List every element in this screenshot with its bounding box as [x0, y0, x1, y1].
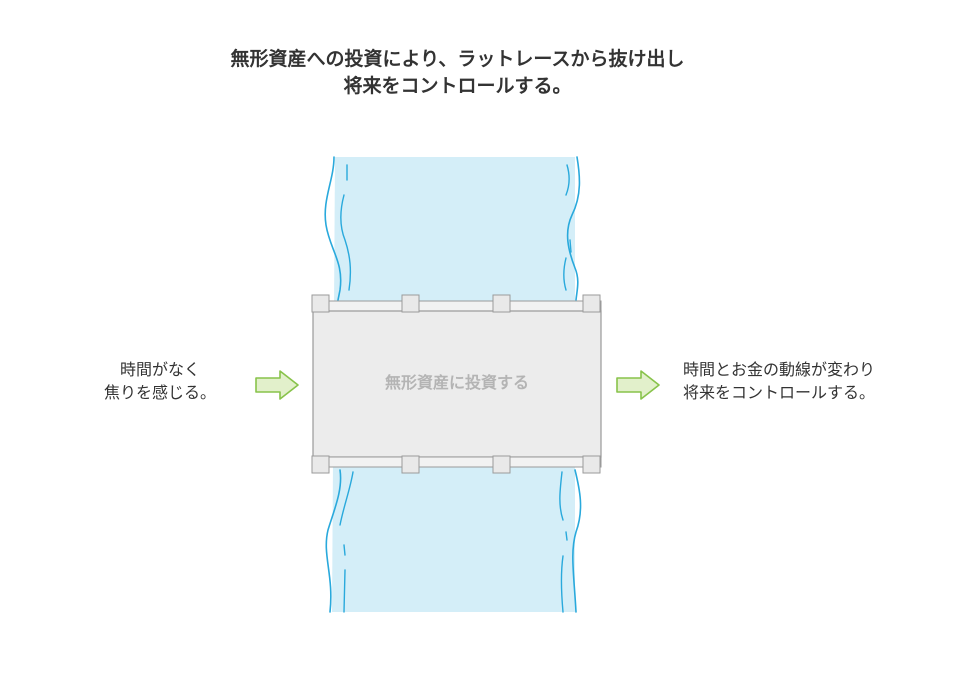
river-current-right-lower — [559, 471, 568, 613]
before-line-1: 時間がなく — [119, 360, 200, 379]
after-line-1: 時間とお金の動線が変わり — [683, 360, 876, 379]
before-state-text: 時間がなく 焦りを感じる。 — [80, 358, 240, 404]
bridge-post — [311, 294, 330, 313]
bridge-label: 無形資産に投資する — [384, 373, 529, 392]
bridge-post — [311, 455, 330, 474]
bridge-post — [492, 455, 511, 474]
river-current-right — [563, 164, 572, 291]
arrow-right-icon — [255, 370, 299, 400]
river-current-left — [340, 164, 352, 291]
title-line-1: 無形資産への投資により、ラットレースから抜け出し — [230, 48, 685, 70]
bridge-deck — [312, 310, 602, 458]
river-bank-left-lower — [325, 469, 342, 613]
river-bank-right-lower — [572, 469, 582, 613]
diagram-title: 無形資産への投資により、ラットレースから抜け出し 将来をコントロールする。 — [0, 46, 915, 100]
river-current-left-lower — [339, 471, 354, 613]
bridge-post — [582, 294, 601, 313]
bridge-bottom-rail — [312, 456, 602, 468]
river-bank-left — [324, 156, 342, 301]
bridge — [311, 294, 602, 474]
before-line-2: 焦りを感じる。 — [103, 383, 216, 402]
bridge-post — [401, 294, 420, 313]
bridge-post — [401, 455, 420, 474]
river-bank-right — [566, 156, 581, 301]
arrow-right-icon — [616, 370, 660, 400]
after-state-text: 時間とお金の動線が変わり 将来をコントロールする。 — [683, 358, 875, 404]
after-line-2: 将来をコントロールする。 — [683, 383, 876, 402]
bridge-post — [582, 455, 601, 474]
bridge-post — [492, 294, 511, 313]
bridge-top-rail — [312, 300, 602, 312]
title-line-2: 将来をコントロールする。 — [343, 75, 572, 97]
